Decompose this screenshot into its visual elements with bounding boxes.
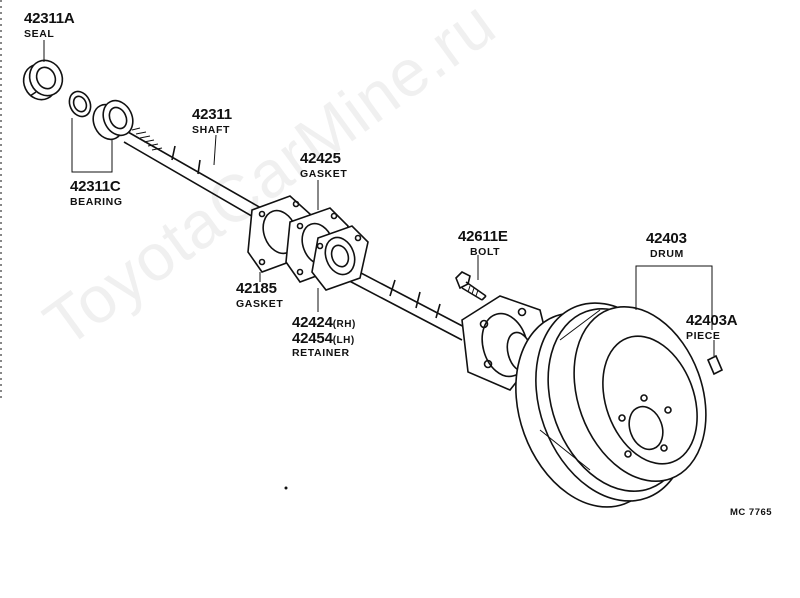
retainer-rh-number: 42424 (292, 314, 333, 331)
bearing-part-name: BEARING (70, 196, 123, 208)
gasket-top-part-number: 42425 (300, 150, 341, 167)
retainer-lh-part-number: 42454(LH) (292, 330, 355, 347)
gasket-bottom-part-number: 42185 (236, 280, 277, 297)
shaft-drawing (123, 127, 471, 341)
seal-part-name: SEAL (24, 28, 55, 40)
drawing-code: MC 7765 (730, 507, 773, 518)
seal-drawing (22, 59, 64, 101)
retainer-drawing (311, 225, 369, 312)
bearing-drawing (68, 90, 134, 173)
retainer-lh-number: 42454 (292, 330, 333, 347)
drum-part-number: 42403 (646, 230, 687, 247)
retainer-part-name: RETAINER (292, 347, 350, 359)
retainer-rh-part-number: 42424(RH) (292, 314, 356, 331)
seal-part-number: 42311A (24, 10, 75, 27)
gasket-top-part-name: GASKET (300, 168, 348, 180)
bolt-drawing (455, 255, 487, 301)
bearing-part-number: 42311C (70, 178, 121, 195)
drum-part-name: DRUM (650, 248, 684, 260)
retainer-lh-suffix: (LH) (332, 335, 355, 346)
gasket-bottom-part-name: GASKET (236, 298, 284, 310)
retainer-rh-suffix: (RH) (332, 319, 356, 330)
piece-part-name: PIECE (686, 330, 721, 342)
shaft-part-number: 42311 (192, 106, 232, 123)
piece-drawing (706, 340, 724, 376)
bolt-part-name: BOLT (470, 246, 501, 258)
piece-part-number: 42403A (686, 312, 738, 329)
bolt-part-number: 42611E (458, 228, 508, 245)
shaft-part-name: SHAFT (192, 124, 230, 136)
drum-drawing (515, 265, 713, 508)
